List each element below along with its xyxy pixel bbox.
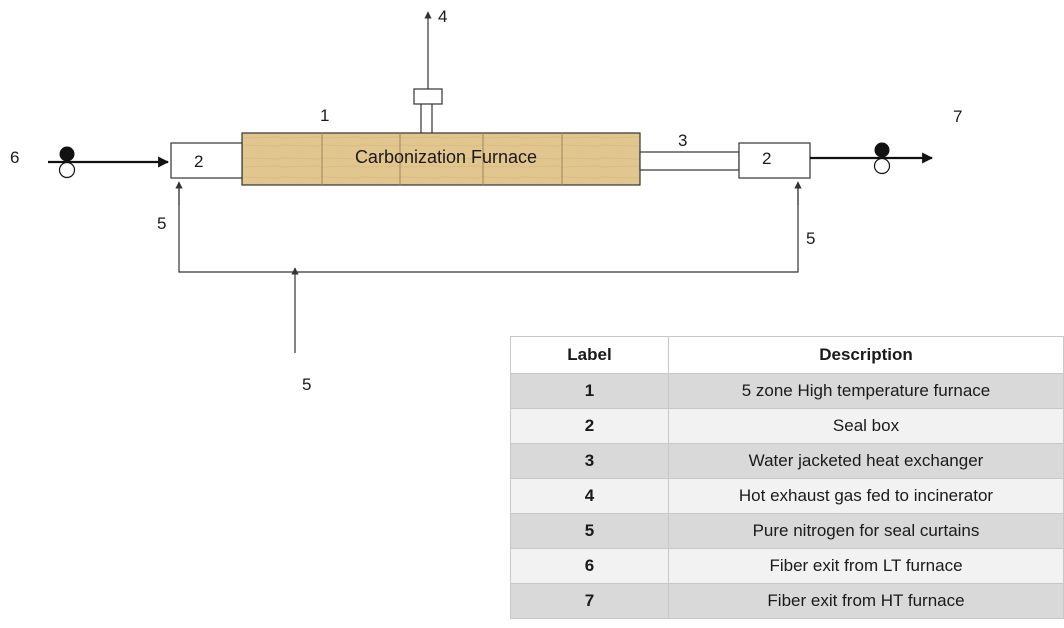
label-seal-box-left: 2 — [194, 152, 203, 171]
table-row: 6 Fiber exit from LT furnace — [510, 548, 1064, 584]
carbonization-furnace: Carbonization Furnace — [241, 132, 641, 186]
seal-box-left — [170, 142, 243, 179]
row-description: Seal box — [668, 408, 1064, 444]
row-description: Pure nitrogen for seal curtains — [668, 513, 1064, 549]
table-row: 4 Hot exhaust gas fed to incinerator — [510, 478, 1064, 514]
row-label: 5 — [510, 513, 669, 549]
drive-roller-icon — [874, 142, 890, 158]
row-label: 1 — [510, 373, 669, 409]
furnace-title: Carbonization Furnace — [355, 147, 537, 167]
row-label: 2 — [510, 408, 669, 444]
label-furnace: 1 — [320, 106, 329, 125]
column-header-label: Label — [510, 336, 669, 374]
table-row: 2 Seal box — [510, 408, 1064, 444]
table-row: 7 Fiber exit from HT furnace — [510, 583, 1064, 619]
exhaust-outlet — [413, 11, 443, 136]
row-description: Hot exhaust gas fed to incinerator — [668, 478, 1064, 514]
nitrogen-distribution — [175, 181, 802, 353]
legend-table: Label Description 1 5 zone High temperat… — [510, 336, 1064, 619]
table-row: 3 Water jacketed heat exchanger — [510, 443, 1064, 479]
fiber-inlet — [48, 146, 170, 179]
row-description: Fiber exit from HT furnace — [668, 583, 1064, 619]
label-fiber-in: 6 — [10, 148, 19, 167]
idler-roller-icon — [873, 157, 891, 175]
row-label: 7 — [510, 583, 669, 619]
label-fiber-out: 7 — [953, 107, 962, 126]
row-label: 3 — [510, 443, 669, 479]
heat-exchanger — [639, 151, 740, 171]
idler-roller-icon — [58, 161, 76, 179]
label-heat-exchanger: 3 — [678, 131, 687, 150]
row-description: 5 zone High temperature furnace — [668, 373, 1064, 409]
seal-box-right — [738, 142, 811, 179]
label-exhaust: 4 — [438, 7, 447, 26]
drive-roller-icon — [59, 146, 75, 162]
label-seal-box-right: 2 — [762, 149, 771, 168]
row-description: Fiber exit from LT furnace — [668, 548, 1064, 584]
row-label: 4 — [510, 478, 669, 514]
column-header-description: Description — [668, 336, 1064, 374]
label-nitrogen-supply: 5 — [302, 375, 311, 394]
row-description: Water jacketed heat exchanger — [668, 443, 1064, 479]
table-header-row: Label Description — [510, 336, 1064, 374]
row-label: 6 — [510, 548, 669, 584]
table-row: 5 Pure nitrogen for seal curtains — [510, 513, 1064, 549]
table-row: 1 5 zone High temperature furnace — [510, 373, 1064, 409]
label-nitrogen-right: 5 — [806, 229, 815, 248]
label-nitrogen-left: 5 — [157, 214, 166, 233]
fiber-outlet — [810, 142, 934, 175]
